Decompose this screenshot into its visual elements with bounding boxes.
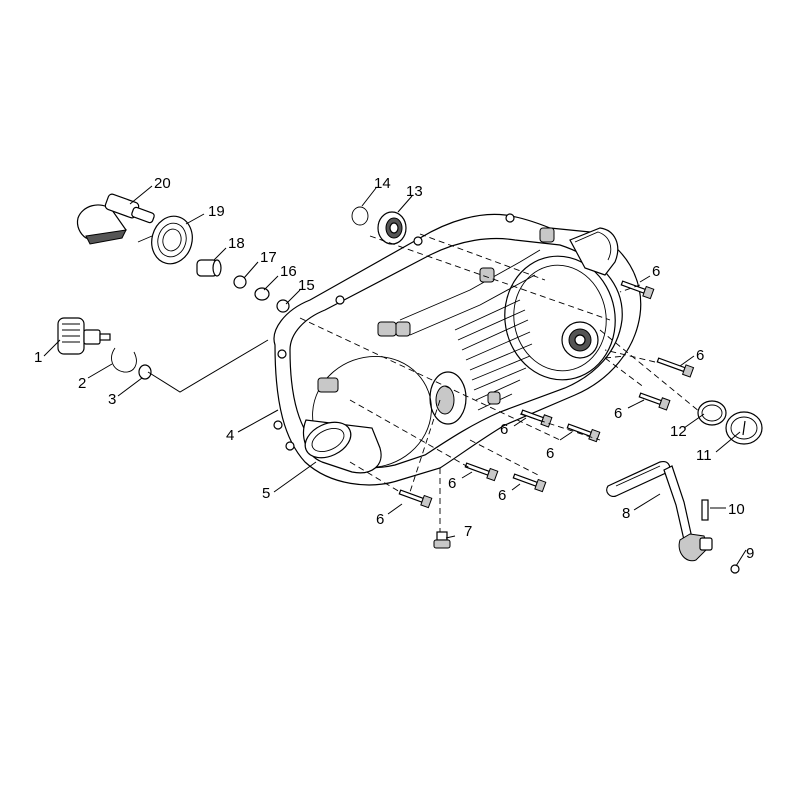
callout-11: 11 [696,447,712,464]
circlip [111,347,137,373]
kick-shaft [57,317,111,355]
callout-18: 18 [228,235,245,252]
nut [730,564,740,574]
bolts [398,280,695,509]
callout-6-d: 6 [614,405,622,422]
air-duct [302,419,382,474]
callout-labels: 1 2 3 4 5 6 7 8 9 10 11 12 13 14 15 16 1… [34,175,754,562]
return-spring [137,215,193,265]
kick-lever [606,461,713,562]
callout-6-c: 6 [696,347,704,364]
washer-17 [233,275,247,289]
callout-1: 1 [34,349,42,366]
assembly-lines [299,233,701,532]
callout-6-e: 6 [500,421,508,438]
callout-6-f: 6 [546,445,554,462]
callout-14: 14 [374,175,391,192]
callout-6-a: 6 [376,511,384,528]
callout-13: 13 [406,183,423,200]
callout-19: 19 [208,203,225,220]
drain-bolt [433,531,451,549]
callout-17: 17 [260,249,277,266]
clip-15 [276,299,290,313]
callout-6-g: 6 [448,475,456,492]
callout-20: 20 [154,175,171,192]
callout-16: 16 [280,263,297,280]
callout-6-b: 6 [652,263,660,280]
washer-16 [254,287,270,301]
leader-lines [43,185,747,567]
callout-5: 5 [262,485,270,502]
callout-15: 15 [298,277,315,294]
callout-4: 4 [226,427,234,444]
callout-7: 7 [464,523,472,540]
crankcase-cover [273,213,642,486]
bushing [196,259,222,277]
callout-10: 10 [728,501,745,518]
callout-8: 8 [622,505,630,522]
starter-gear [76,193,155,245]
cooling-fins [454,299,533,411]
callout-3: 3 [108,391,116,408]
pin [701,499,709,521]
callout-2: 2 [78,375,86,392]
callout-9: 9 [746,545,754,562]
bearing [377,211,407,245]
callout-12: 12 [670,423,687,440]
circlip-14 [351,206,369,226]
callout-6-h: 6 [498,487,506,504]
washer-3 [138,364,152,380]
